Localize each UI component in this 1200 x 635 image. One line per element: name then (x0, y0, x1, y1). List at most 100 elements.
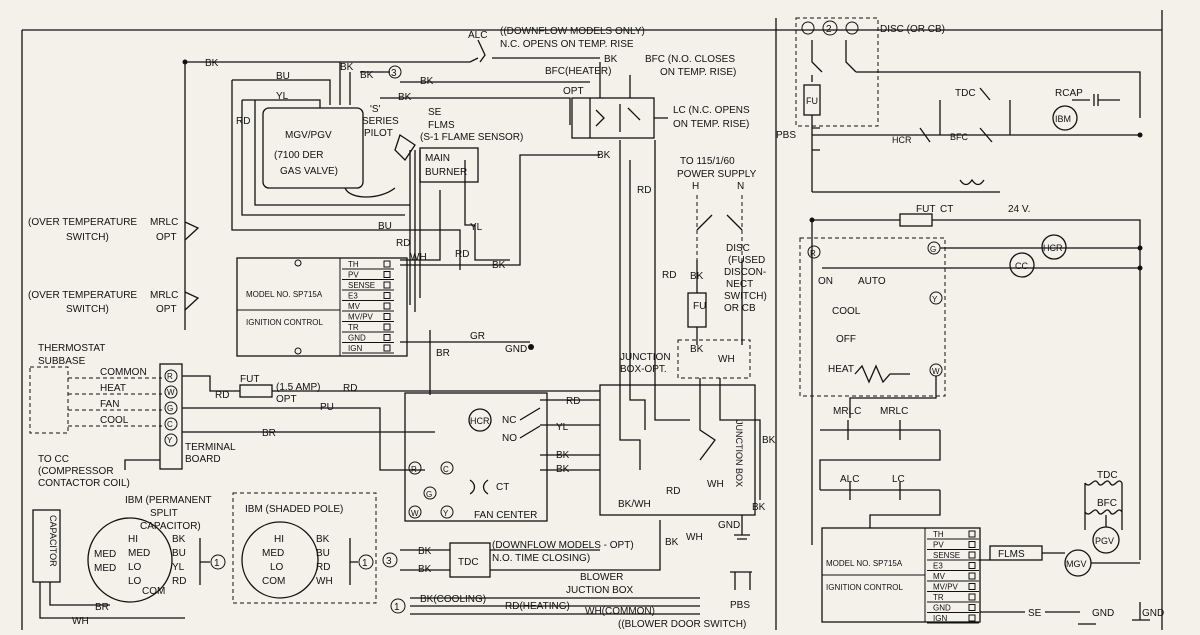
callout-2 (822, 20, 838, 36)
com-label-2: COM (262, 576, 285, 587)
terminal-screw (383, 323, 391, 331)
junction-dot (1137, 132, 1143, 138)
terminal-label: E3 (933, 562, 943, 571)
bk-wh-label: BK/WH (618, 499, 651, 510)
cool-label: COOL (100, 415, 129, 426)
wire-label-bk-17: BK (418, 546, 432, 557)
ladder-off-label: OFF (836, 334, 856, 345)
wire-label-rd-10: RD (172, 576, 186, 587)
wire-label-wh-2: WH (718, 354, 735, 365)
gnd-label-2: GND (718, 520, 740, 531)
junction-dot (1137, 245, 1143, 251)
callout-3-b-label: 3 (386, 556, 392, 567)
wire-label-wh-6: WH (686, 532, 703, 543)
wire-label-yl-2: YL (470, 222, 483, 233)
terminal-w-fc (408, 505, 422, 519)
psc-bracket (199, 538, 210, 585)
mrlc-chain (819, 420, 941, 490)
capacitor-label: CAPACITOR (48, 515, 58, 567)
junction-wires (619, 140, 646, 470)
wire-bk-th (400, 154, 600, 266)
opt-label: OPT (563, 86, 584, 97)
ot-switch-label-2: SWITCH) (66, 232, 109, 243)
alc-switch (477, 39, 486, 63)
ladder-bfc-label: BFC (950, 132, 969, 142)
bfc-note: BFC (N.O. CLOSES (645, 54, 735, 65)
limit-wires (599, 62, 668, 119)
hi-label-2: HI (274, 534, 284, 545)
junction-internal-wires (699, 378, 761, 500)
wire-label-bk-19: BK (665, 537, 679, 548)
opt-label-4: OPT (276, 394, 297, 405)
wire-label-bk-2: BK (340, 62, 354, 73)
wire-label-bk-8: BK (604, 54, 618, 65)
terminal-board-terminal (164, 433, 178, 447)
terminal-board-terminal (164, 369, 178, 383)
ladder-24v-label: 24 V. (1008, 204, 1030, 215)
ladder-term-r-label: R (810, 249, 816, 258)
terminal-label: PV (348, 271, 359, 280)
relay-contacts (519, 407, 541, 439)
junction-box-label: JUNCTION BOX (734, 420, 744, 487)
med-label-4: MED (262, 548, 284, 559)
ladder-hcr-label: HCR (892, 135, 912, 145)
mrlc-switch-2 (184, 291, 200, 311)
pilot-symbol (394, 133, 416, 162)
wire-bk-valve (339, 62, 351, 105)
terminal-c-label: C (443, 465, 449, 474)
to-cc-label: TO CC (38, 454, 69, 465)
terminal-screw (383, 302, 391, 310)
terminal-screw (968, 551, 976, 559)
lo-label-2: LO (128, 576, 142, 587)
ladder-lc-label: LC (892, 474, 905, 485)
mount-hole-2 (294, 347, 302, 355)
terminal-g-fc (423, 486, 437, 500)
blower-junction-label-2: JUCTION BOX (566, 585, 634, 596)
rcap-label: RCAP (1055, 88, 1083, 99)
callout-1-c (390, 598, 406, 614)
ct-coil-top (959, 178, 985, 186)
series-pilot-label-3: PILOT (364, 128, 393, 139)
ladder-pbs-label: PBS (776, 130, 796, 141)
ladder-term-y-label: Y (932, 295, 938, 304)
wire-label-wh-3: WH (707, 479, 724, 490)
disc-label-4: NECT (726, 279, 753, 290)
terminal-screw (968, 562, 976, 569)
wire-label-bk-10: BK (690, 344, 704, 355)
junction-dot (182, 59, 188, 65)
terminal-label: TR (933, 593, 944, 602)
ot-switch-label: (OVER TEMPERATURE (28, 217, 137, 228)
terminal-board-terminal-label: W (167, 388, 175, 397)
thermostat-label-2: SUBBASE (38, 356, 86, 367)
wire-rd-down (254, 100, 410, 206)
med-label-2: MED (94, 563, 116, 574)
auto-label: AUTO (858, 276, 886, 287)
terminal-board-terminal (164, 385, 178, 399)
ot-switch-label-3: (OVER TEMPERATURE (28, 290, 137, 301)
disc-terminal-1 (801, 21, 815, 35)
ladder-term-w-label: W (932, 367, 940, 376)
callout-1-b (358, 554, 374, 570)
wire-bu-to-ign (400, 229, 461, 270)
shaded-pole-bracket (349, 538, 358, 585)
lc-note-2: ON TEMP. RISE) (673, 119, 749, 130)
ladder-tdc-label: TDC (955, 88, 976, 99)
bfc-heater-label: BFC(HEATER) (545, 66, 611, 77)
ladder-pgv-label: PGV (1095, 536, 1114, 546)
mount-hole (294, 259, 302, 267)
terminal-screw (383, 313, 391, 320)
terminal-screw (383, 292, 391, 299)
junction-box-opt (677, 339, 751, 379)
wire-label-rd-5: RD (343, 383, 357, 394)
wire-yl-down (241, 100, 405, 216)
wire-label-bk-5: BK (398, 92, 412, 103)
ladder-heat-label: HEAT (828, 364, 854, 375)
terminal-r-label: R (411, 465, 417, 474)
ladder-fuse-label: FU (806, 96, 818, 106)
nc-label: NC (502, 415, 516, 426)
wire-bk-3 (380, 97, 571, 125)
flame-sensor-label: (S-1 FLAME SENSOR) (420, 132, 523, 143)
terminal-label: IGN (933, 614, 947, 623)
